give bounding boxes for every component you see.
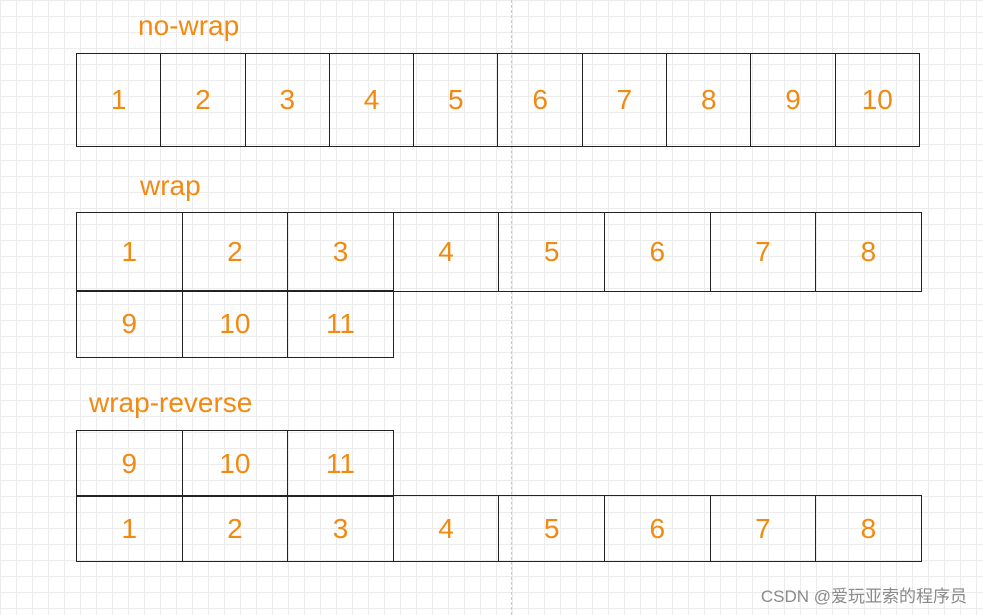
flex-item-box: 9 (750, 53, 836, 147)
flex-item-box: 6 (603, 212, 711, 292)
flex-item-box: 1 (76, 495, 183, 562)
flex-item-box: 7 (709, 212, 817, 292)
flex-item-box: 6 (497, 53, 583, 147)
watermark-text: CSDN @爱玩亚索的程序员 (760, 587, 967, 606)
section-title-wrap-reverse: wrap-reverse (89, 387, 253, 418)
flex-item-box: 11 (287, 430, 394, 497)
flex-item-box: 2 (181, 212, 289, 292)
flex-item-box: 8 (666, 53, 752, 147)
flex-item-box: 2 (160, 53, 246, 147)
nowrap-row: 1 2 3 4 5 6 7 8 9 10 (76, 53, 920, 147)
flex-item-box: 10 (181, 430, 289, 497)
section-title-wrap: wrap (140, 170, 201, 201)
flex-item-box: 10 (834, 53, 920, 147)
flex-item-box: 5 (413, 53, 499, 147)
flex-item-box: 4 (328, 53, 415, 147)
flex-item-box: 4 (392, 212, 500, 292)
flex-item-box: 5 (498, 495, 605, 562)
center-guide-line (511, 0, 512, 615)
section-title-nowrap: no-wrap (138, 10, 240, 41)
flex-item-box: 6 (603, 495, 711, 562)
flex-item-box: 11 (287, 290, 394, 358)
flex-item-box: 3 (287, 495, 394, 562)
wrap-reverse-row-2: 1 2 3 4 5 6 7 8 (76, 495, 922, 562)
flex-item-box: 8 (815, 495, 922, 562)
flex-item-box: 2 (181, 495, 289, 562)
flex-item-box: 5 (498, 212, 605, 292)
flex-item-box: 1 (76, 53, 162, 147)
flex-item-box: 7 (581, 53, 668, 147)
wrap-row-1: 1 2 3 4 5 6 7 8 (76, 212, 922, 292)
flex-item-box: 10 (181, 290, 289, 358)
flex-item-box: 1 (76, 212, 183, 292)
flex-item-box: 9 (76, 430, 183, 497)
wrap-row-2: 9 10 11 (76, 290, 394, 358)
flex-item-box: 9 (76, 290, 183, 358)
flex-item-box: 3 (244, 53, 330, 147)
flex-item-box: 7 (709, 495, 817, 562)
wrap-reverse-row-1: 9 10 11 (76, 430, 394, 497)
flex-item-box: 8 (815, 212, 922, 292)
flex-item-box: 3 (287, 212, 394, 292)
flex-item-box: 4 (392, 495, 500, 562)
